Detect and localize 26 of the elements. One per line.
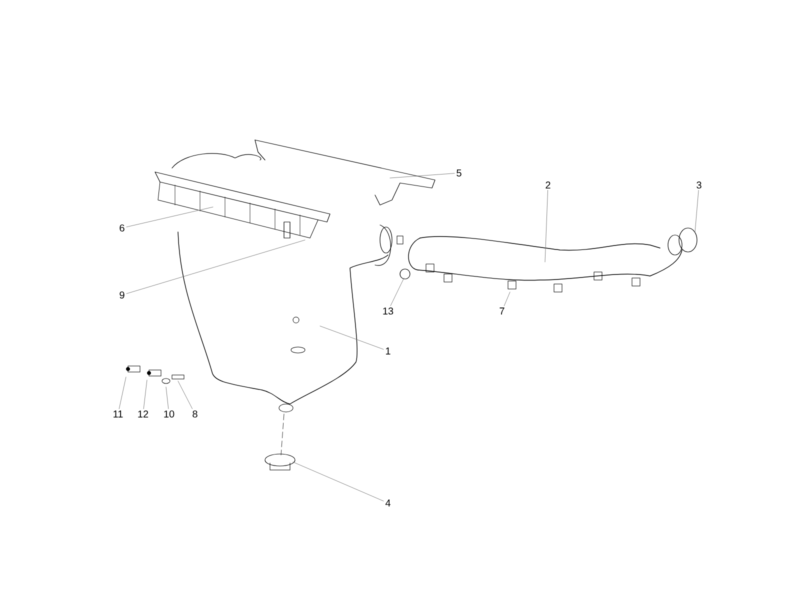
- leader-line: [178, 380, 193, 409]
- callout-number: 1: [386, 348, 390, 354]
- callout-number: 2: [546, 182, 550, 188]
- leader-line: [126, 206, 214, 228]
- callout-number: 11: [114, 410, 123, 418]
- leader-line: [544, 190, 548, 262]
- callout-number: 12: [138, 410, 148, 418]
- callout-number: 5: [456, 170, 462, 176]
- callout-number: 8: [192, 410, 198, 418]
- leader-line: [694, 190, 699, 232]
- leader-line: [504, 292, 510, 306]
- leader-line: [320, 326, 384, 350]
- leader-line: [166, 386, 169, 409]
- callout-number: 4: [385, 500, 390, 506]
- callout-number: 6: [120, 224, 124, 232]
- leader-line: [126, 240, 306, 294]
- leader-line: [118, 376, 126, 410]
- callout-number: 9: [120, 291, 124, 299]
- leader-line: [292, 462, 384, 502]
- callout-number: 3: [696, 181, 702, 189]
- callout-number: 10: [164, 410, 174, 418]
- callout-number: 13: [383, 307, 394, 315]
- callout-number: 7: [500, 308, 504, 314]
- leader-line: [390, 278, 404, 306]
- leader-line: [143, 380, 148, 410]
- leader-line: [390, 173, 455, 178]
